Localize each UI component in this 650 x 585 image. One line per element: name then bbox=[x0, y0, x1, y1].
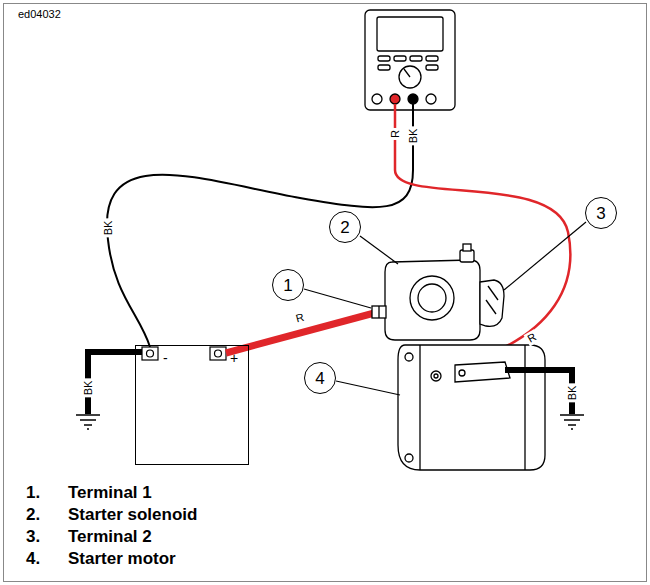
leader-line bbox=[304, 222, 586, 395]
red-lead bbox=[395, 104, 570, 352]
ground-symbol bbox=[76, 415, 100, 429]
wire-color: BK bbox=[102, 219, 115, 238]
callout-number: 3 bbox=[596, 205, 605, 222]
key-text: Starter solenoid bbox=[68, 506, 197, 523]
callout-number: 4 bbox=[315, 370, 324, 387]
wire-color: R bbox=[389, 128, 402, 140]
multimeter bbox=[365, 10, 455, 110]
battery: -+ bbox=[135, 345, 249, 465]
key-text: Terminal 2 bbox=[68, 528, 152, 545]
black-lead bbox=[107, 104, 413, 347]
key-number: 4. bbox=[26, 550, 40, 567]
callout-circle: 4 bbox=[304, 362, 336, 394]
key-text: Terminal 1 bbox=[68, 484, 152, 501]
key-text: Starter motor bbox=[68, 550, 176, 567]
wire-color: R bbox=[524, 329, 541, 346]
callout-circle: 3 bbox=[585, 197, 617, 229]
callout-circle: 1 bbox=[272, 269, 304, 301]
wire-color: BK bbox=[82, 379, 95, 398]
battery-terminals bbox=[142, 347, 226, 360]
ground-cable bbox=[88, 352, 142, 414]
wire-color: BK bbox=[566, 384, 579, 403]
key-number: 3. bbox=[26, 528, 40, 545]
ground-cable bbox=[505, 370, 572, 414]
starter-solenoid bbox=[372, 244, 504, 340]
key-number: 1. bbox=[26, 484, 40, 501]
ground-symbol bbox=[560, 415, 584, 429]
wire-color: BK bbox=[407, 127, 420, 146]
wire-color: R bbox=[293, 310, 308, 326]
terminal-sign: - bbox=[163, 351, 168, 365]
terminal-sign: + bbox=[230, 351, 238, 365]
callout-circle: 2 bbox=[329, 211, 361, 243]
frame bbox=[4, 4, 647, 582]
callout-number: 2 bbox=[340, 219, 349, 236]
figure-id: ed04032 bbox=[18, 9, 61, 20]
key-number: 2. bbox=[26, 506, 40, 523]
starter-motor bbox=[398, 345, 545, 470]
callout-number: 1 bbox=[283, 277, 292, 294]
